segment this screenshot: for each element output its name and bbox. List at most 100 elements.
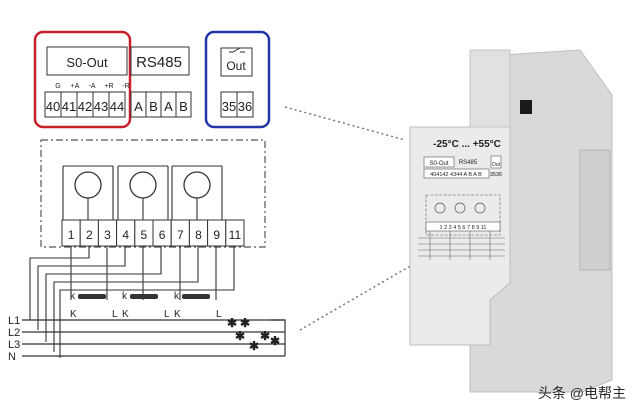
device-mini-rs485: RS485 [459,160,478,166]
main-terminal-number: 5 [141,228,148,242]
coil-wiring [171,165,223,220]
callout-line-bottom [299,264,413,331]
s0-pin-label: +R [104,83,113,90]
current-transformer-core [78,294,106,299]
supply-line-label: L2 [8,327,20,339]
voltage-coil [129,171,157,199]
load-star-mark: ✱ [270,334,280,348]
signal-wire [59,246,235,358]
device-mini-terminals: 1 2 3 4 5 6 7 8 9 11 [440,225,487,231]
load-star-mark: ✱ [227,316,237,330]
device-mini-coil-2 [454,202,466,214]
main-terminal-cell [225,219,245,247]
main-terminal-number: 6 [159,228,166,242]
ct-k-label: k [122,291,128,302]
device-mini-terminal-box [425,221,501,232]
wiring-lines [29,246,235,358]
s0-terminal-number: 43 [94,99,108,114]
device-mini-dashed-box [425,194,501,236]
device-mini-out-numbers: 3536 [490,172,502,178]
load-star-mark: ✱ [235,329,245,343]
device-mini-out: Out [492,162,501,168]
ct-K-label: K [122,309,129,320]
main-terminal-number: 4 [122,228,129,242]
current-transformer-core [182,294,210,299]
load-star-mark: ✱ [249,339,259,353]
s0-terminal-number: 42 [78,99,92,114]
ct-K-label: K [70,309,77,320]
device-slot [520,100,532,114]
device-mini-wiring [418,231,505,260]
s0-terminal-cell [108,91,126,118]
rs485-terminal-letter: A [164,99,173,114]
rs485-terminal-cell [175,91,192,118]
coil-wiring [62,165,114,220]
ct-k-label: k [70,291,76,302]
s0-terminal-number: 41 [62,99,76,114]
load-star-mark: ✱ [240,316,250,330]
device-mini-numbers: 404142 4344 A B A B [430,172,482,178]
ct-L-label: L [164,309,170,320]
s0-terminal-number: 44 [110,99,124,114]
out-terminal-number: 35 [222,99,236,114]
watermark-text: 头条 @电帮主 [538,385,626,401]
coil-wiring [117,165,169,220]
main-terminal-number: 3 [104,228,111,242]
s0-pin-label: +A [71,83,80,90]
out-terminal-cell [236,91,254,118]
s0-pin-label: -A [89,83,96,90]
main-terminal-number: 11 [229,228,242,242]
voltage-coil [74,171,102,199]
voltage-coil [183,171,211,199]
main-terminal-number: 8 [195,228,202,242]
current-transformer-core [130,294,158,299]
measuring-circuits [62,165,223,220]
device-mini-coil-3 [474,202,486,214]
main-terminal-number: 1 [68,228,75,242]
ct-K-label: K [174,309,181,320]
out-highlight-box [204,30,271,129]
device-mini-out-box [490,155,502,169]
device-top-step [469,49,511,128]
ct-k-label: k [174,291,180,302]
supply-line-label: N [8,351,16,363]
load-connection [270,319,286,356]
ct-L-label: L [216,309,222,320]
rs485-terminal-letter: B [179,99,188,114]
out-terminal-number: 36 [238,99,252,114]
relay-switch-icon [229,47,245,53]
signal-wire [37,246,126,330]
s0-out-title-box [46,46,128,76]
rs485-title-box [130,46,190,76]
main-terminal-number: 7 [177,228,184,242]
out-title-box [220,47,253,77]
ct-L-label: L [112,309,118,320]
s0-pin-label: -R [122,83,129,90]
s0-terminal-number: 40 [46,99,60,114]
load-star-mark: ✱ [260,329,270,343]
rs485-terminal-letter: B [149,99,158,114]
meter-internal-dashed-box [40,139,266,248]
rs485-title: RS485 [136,54,182,71]
device-mini-coil-1 [434,202,446,214]
din-rail-clip [579,149,611,271]
out-title: Out [226,59,246,73]
s0-out-title: S0-Out [66,55,108,70]
signal-wire [45,246,162,342]
supply-line-label: L1 [8,315,20,327]
signal-wire [29,246,90,320]
s0-pin-label: G [55,83,60,90]
device-mini-s0-box [423,156,455,168]
signal-wire [53,246,199,352]
energy-meter-device: -25°C ... +55°C S0-Out RS485 Out 404142 … [409,49,613,393]
